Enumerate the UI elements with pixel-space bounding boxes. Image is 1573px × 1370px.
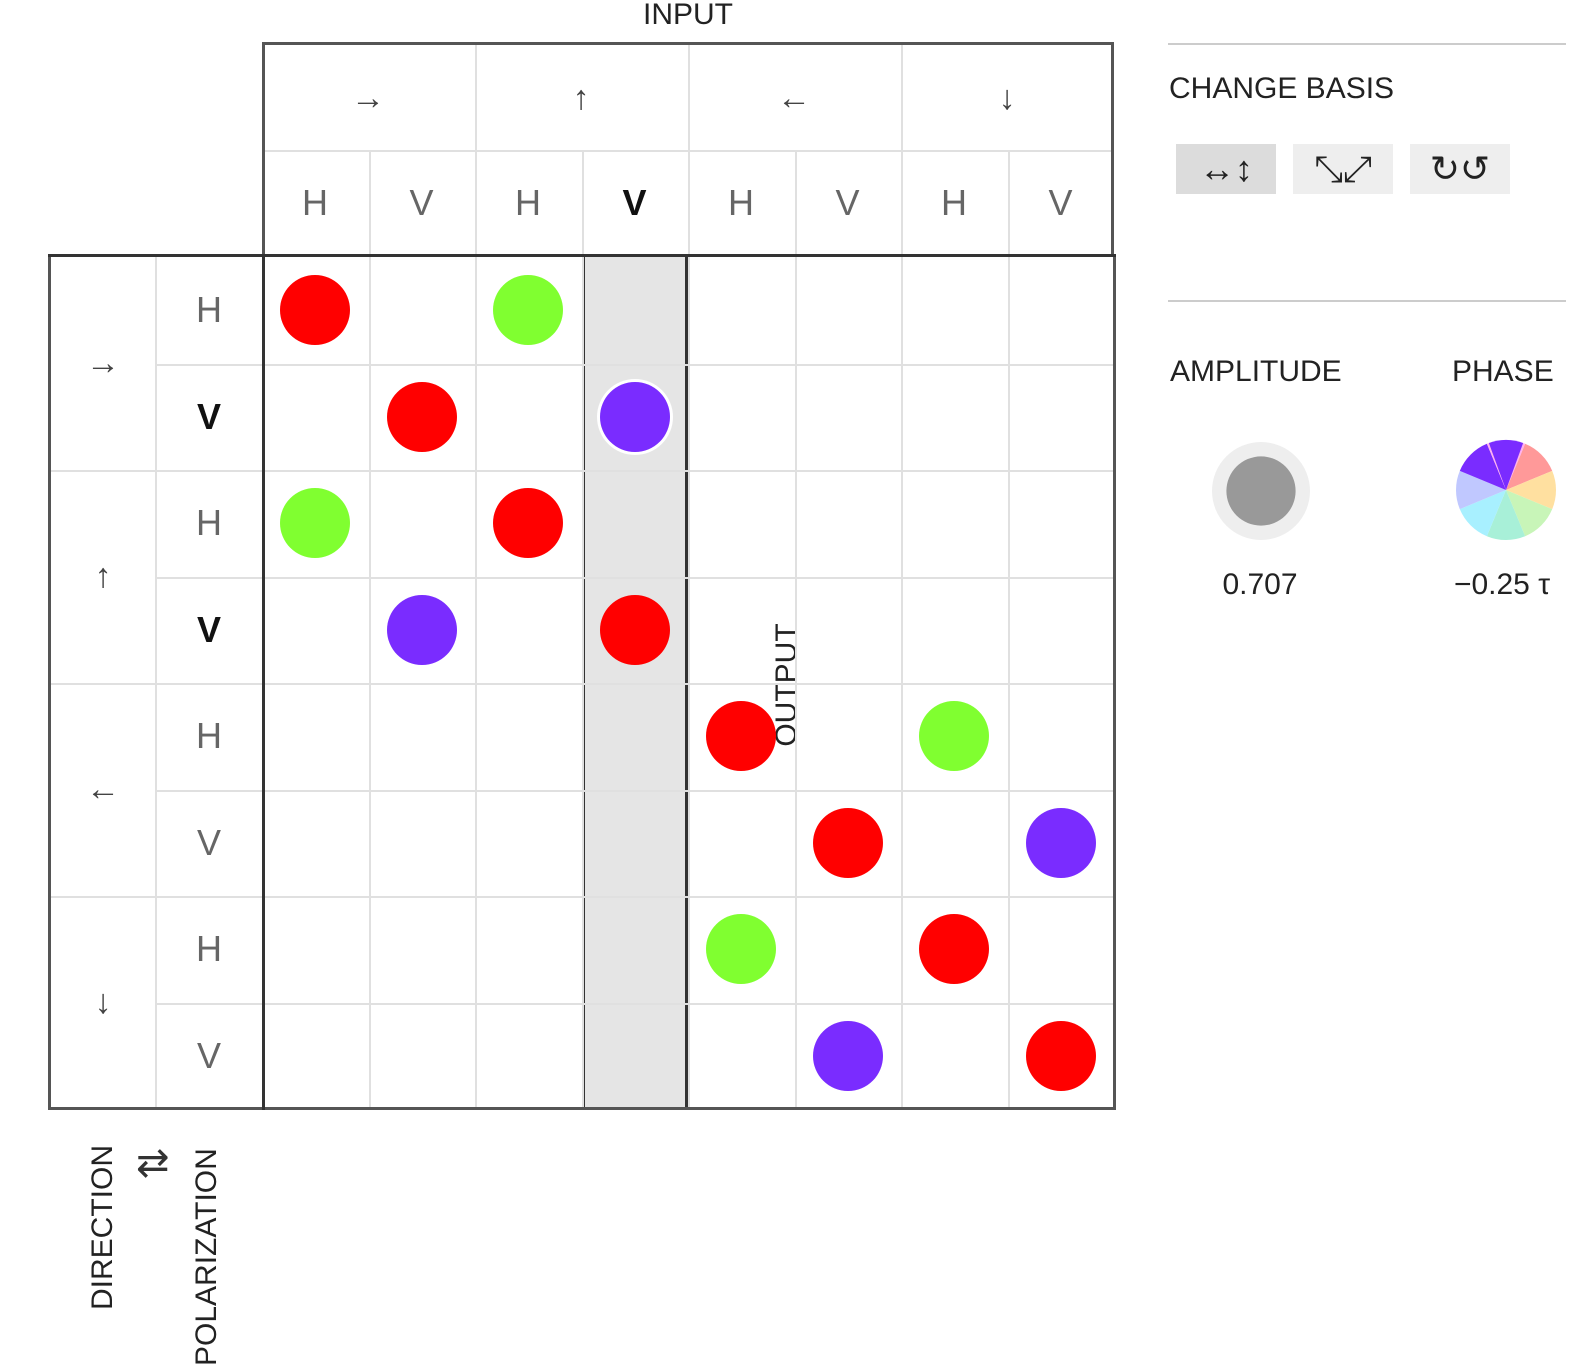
phase-wheel-sector bbox=[1506, 443, 1553, 490]
input-polarization-header[interactable]: H bbox=[941, 182, 967, 223]
input-polarization-header[interactable]: H bbox=[515, 182, 541, 223]
grid-line-vertical bbox=[368, 150, 371, 1107]
grid-line-vertical bbox=[794, 150, 797, 1107]
matrix-entry-dot[interactable] bbox=[919, 701, 990, 772]
input-polarization-header[interactable]: V bbox=[622, 182, 647, 223]
grid-line-horizontal bbox=[156, 1002, 1113, 1005]
phase-wheel-sector bbox=[1456, 470, 1506, 510]
matrix-entry-dot[interactable] bbox=[599, 594, 670, 665]
grid-line-horizontal bbox=[156, 576, 1113, 579]
matrix-entry-dot[interactable] bbox=[706, 701, 777, 772]
output-polarization-header[interactable]: H bbox=[196, 289, 222, 330]
grid-line-horizontal bbox=[51, 683, 1113, 685]
input-direction-header: ← bbox=[777, 78, 811, 117]
matrix-entry-dot[interactable] bbox=[493, 275, 564, 346]
grid-line-vertical bbox=[1007, 150, 1010, 1107]
amplitude-value: 0.707 bbox=[1222, 568, 1298, 601]
input-direction-header: ↑ bbox=[572, 78, 590, 117]
matrix-entry-dot[interactable] bbox=[386, 381, 457, 452]
phase-wheel-sector bbox=[1486, 490, 1526, 540]
basis-button-diagonal-icon[interactable]: ⤡⤢ bbox=[1293, 144, 1393, 194]
basis-button-horizontal-vertical-icon[interactable]: ↔↕ bbox=[1176, 144, 1276, 194]
grid-line-horizontal bbox=[156, 363, 1113, 366]
polarization-label: POLARIZATION bbox=[190, 1148, 223, 1366]
matrix-entry-dot[interactable] bbox=[386, 594, 457, 665]
amplitude-disc bbox=[1226, 456, 1296, 526]
input-polarization-header[interactable]: H bbox=[728, 182, 754, 223]
phase-value: −0.25 τ bbox=[1453, 568, 1551, 601]
phase-wheel-sector bbox=[1459, 490, 1506, 537]
panel-divider-middle bbox=[1168, 300, 1566, 302]
amplitude-title: AMPLITUDE bbox=[1170, 355, 1342, 388]
input-polarization-header[interactable]: V bbox=[835, 182, 860, 223]
matrix-entry-dot[interactable] bbox=[706, 914, 777, 985]
matrix-entry-dot[interactable] bbox=[1025, 807, 1096, 878]
phase-title: PHASE bbox=[1452, 355, 1554, 388]
grid-line-vertical bbox=[901, 45, 903, 1107]
matrix-entry-dot[interactable] bbox=[280, 275, 351, 346]
matrix-entry-dot[interactable] bbox=[493, 488, 564, 559]
phase-wheel-icon bbox=[1456, 440, 1556, 540]
grid-line-vertical bbox=[688, 45, 690, 1107]
output-polarization-header[interactable]: H bbox=[196, 502, 222, 543]
grid-line-vertical bbox=[155, 257, 157, 1107]
grid-line-horizontal bbox=[51, 896, 1113, 898]
matrix-entry-dot[interactable] bbox=[919, 914, 990, 985]
matrix-entry-dot[interactable] bbox=[812, 807, 883, 878]
output-polarization-header[interactable]: V bbox=[196, 821, 221, 863]
matrix-entry-dot[interactable] bbox=[280, 488, 351, 559]
swap-order-icon[interactable]: ⇄ bbox=[136, 1141, 170, 1185]
input-direction-header: → bbox=[351, 78, 385, 117]
output-polarization-header[interactable]: V bbox=[196, 608, 221, 650]
output-polarization-header[interactable]: H bbox=[196, 715, 222, 756]
input-title: INPUT bbox=[643, 0, 733, 31]
output-polarization-header[interactable]: H bbox=[196, 928, 222, 969]
output-direction-header: ← bbox=[86, 769, 120, 808]
grid-line-horizontal bbox=[156, 789, 1113, 792]
input-polarization-header[interactable]: V bbox=[1048, 182, 1073, 223]
output-title-wrap: OUTPUT bbox=[0, 0, 803, 746]
output-direction-header: ↑ bbox=[94, 556, 112, 595]
output-direction-header: ↓ bbox=[94, 982, 112, 1021]
basis-button-circular-icon[interactable]: ↻↺ bbox=[1410, 144, 1510, 194]
phase-wheel-sector bbox=[1506, 470, 1556, 510]
matrix-entry-dot[interactable] bbox=[1025, 1020, 1096, 1091]
grid-line-horizontal bbox=[265, 150, 1111, 152]
grid-line-vertical bbox=[475, 45, 477, 1107]
input-direction-header: ↓ bbox=[998, 78, 1016, 117]
phase-wheel-sector bbox=[1506, 490, 1553, 537]
phase-wheel-sector bbox=[1459, 443, 1506, 490]
input-polarization-header[interactable]: V bbox=[409, 182, 434, 223]
input-polarization-header[interactable]: H bbox=[302, 182, 328, 223]
output-polarization-header[interactable]: V bbox=[196, 1034, 221, 1076]
change-basis-title: CHANGE BASIS bbox=[1169, 72, 1395, 105]
direction-label: DIRECTION bbox=[86, 1145, 119, 1310]
output-polarization-header[interactable]: V bbox=[196, 395, 221, 437]
grid-separator-vertical bbox=[262, 254, 265, 1110]
grid-separator-horizontal bbox=[48, 254, 1116, 257]
output-direction-header: → bbox=[86, 343, 120, 382]
panel-divider-top bbox=[1168, 43, 1566, 45]
matrix-entry-dot[interactable] bbox=[599, 381, 670, 452]
grid-line-vertical bbox=[581, 150, 584, 1107]
amplitude-indicator bbox=[1212, 442, 1310, 540]
phase-pointer bbox=[1488, 440, 1524, 490]
input-header bbox=[262, 42, 1114, 254]
matrix-entry-dot[interactable] bbox=[812, 1020, 883, 1091]
